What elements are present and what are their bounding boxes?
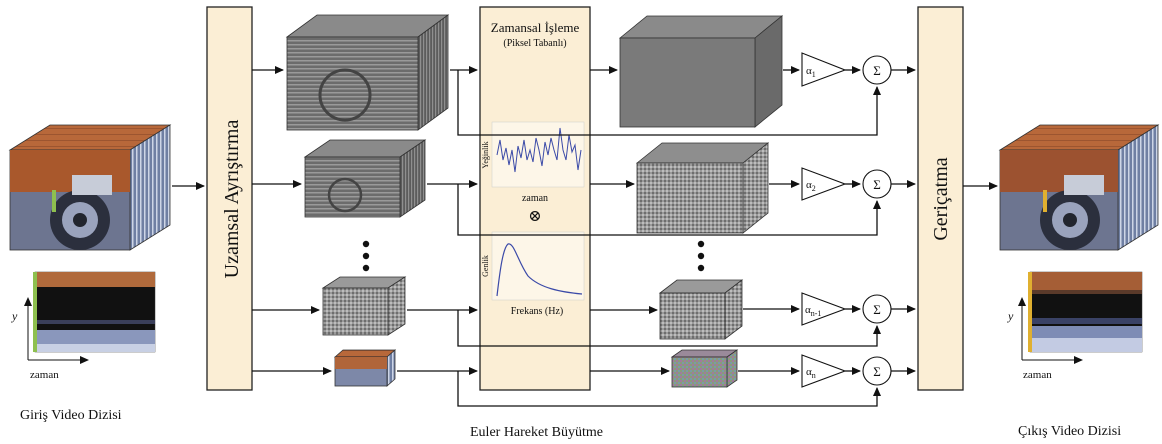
ellipsis-right xyxy=(697,240,705,272)
output-time-slice xyxy=(1028,271,1143,353)
gain-label-2: α2 xyxy=(806,179,816,193)
sum-symbol-2: Σ xyxy=(873,177,881,192)
pyramid-level-n-cube xyxy=(333,349,397,387)
main-caption: Euler Hareket Büyütme xyxy=(470,425,603,440)
reconstruction-box xyxy=(917,6,964,391)
signal-ylabel: Yeğinlik xyxy=(481,141,490,168)
output-axes xyxy=(1018,297,1083,364)
input-axis-x: zaman xyxy=(30,369,59,381)
pyramid-level-n1-cube xyxy=(321,276,407,336)
frequency-response-plot xyxy=(491,231,585,301)
sum-symbol-n1: Σ xyxy=(873,302,881,317)
gain-label-1: α1 xyxy=(806,65,816,79)
pyramid-level-2-cube xyxy=(303,139,427,218)
input-time-slice xyxy=(33,271,156,353)
signal-xlabel: zaman xyxy=(522,193,548,204)
output-video-cube xyxy=(998,124,1160,251)
temporal-processing-title: Zamansal İşleme xyxy=(491,20,580,35)
input-video-cube xyxy=(8,124,172,251)
output-caption: Çıkış Video Dizisi xyxy=(1018,424,1122,439)
sum-symbol-n: Σ xyxy=(873,364,881,379)
output-level-n-cube xyxy=(670,349,739,388)
output-level-2-cube xyxy=(635,142,770,234)
gain-label-n: αn xyxy=(806,366,816,380)
input-axes xyxy=(24,297,89,364)
input-axis-y: y xyxy=(11,309,18,323)
sum-symbol-1: Σ xyxy=(873,63,881,78)
response-ylabel: Genlik xyxy=(481,255,490,277)
spatial-decomposition-label: Uzamsal Ayrıştırma xyxy=(221,120,243,279)
output-level-1-cube xyxy=(618,15,784,128)
pyramid-level-1-cube xyxy=(285,14,450,131)
output-axis-y: y xyxy=(1007,309,1014,323)
gain-triangles xyxy=(801,52,847,388)
output-axis-x: zaman xyxy=(1023,369,1052,381)
reconstruction-label: Geriçatma xyxy=(930,157,952,240)
temporal-processing-subtitle: (Piksel Tabanlı) xyxy=(503,38,566,49)
connection-lines xyxy=(252,66,998,407)
spatial-decomposition-box xyxy=(206,6,253,391)
multiply-icon: ⊗ xyxy=(528,208,541,225)
output-level-n1-cube xyxy=(658,279,744,340)
sum-circles xyxy=(862,55,892,386)
intensity-signal-plot xyxy=(491,121,585,188)
temporal-processing-box xyxy=(479,6,591,391)
input-caption: Giriş Video Dizisi xyxy=(20,408,122,423)
response-xlabel: Frekans (Hz) xyxy=(511,306,563,317)
ellipsis-left xyxy=(362,240,370,272)
gain-label-n1: αn-1 xyxy=(805,304,821,318)
